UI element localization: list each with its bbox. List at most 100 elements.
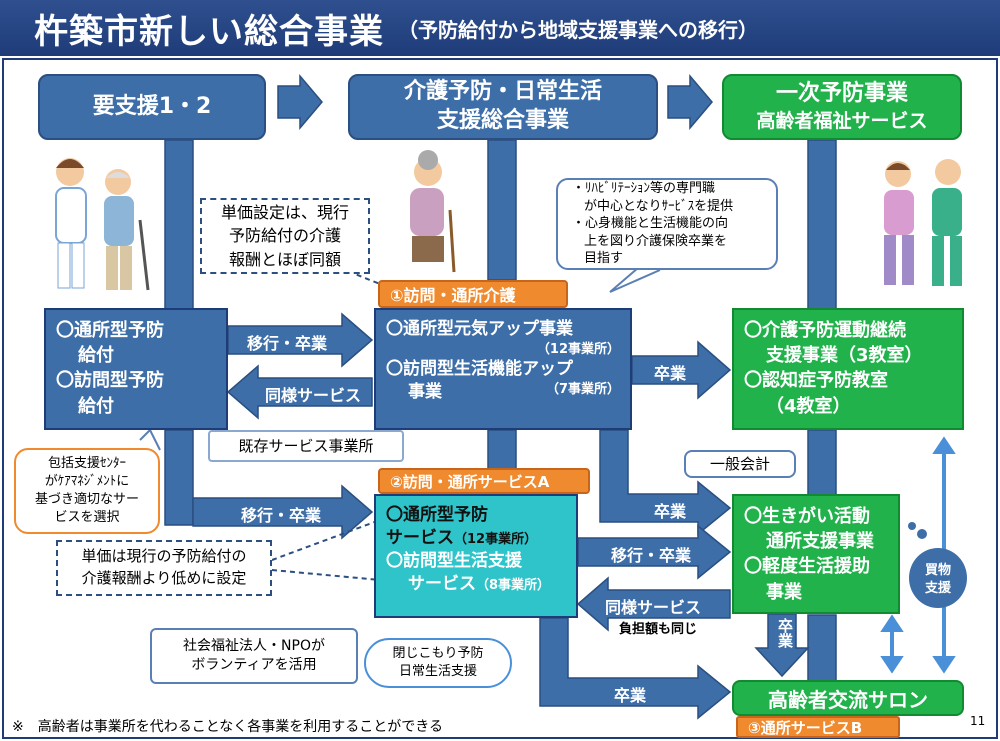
left-trunk [164,139,194,311]
box-left-l4: 給付 [78,395,114,417]
callout-price-same: 単価設定は、現行 予防給付の介護 報酬とほぼ同額 [200,198,370,274]
callout-price-low-l2: 介護報酬より低めに設定 [81,569,247,587]
box-mid2-count1: （12事業所） [454,531,538,547]
callout-center-l4: ビスを選択 [54,510,120,526]
callout-care-center: 包括支援ｾﾝﾀｰ がｹｱﾏﾈｼﾞﾒﾝﾄに 基づき適切なサー ビスを選択 [14,448,160,534]
box-mid1-count2: （7事業所） [545,382,620,398]
box-ikigai-activity: 〇生きがい活動 通所支援事業 〇軽度生活援助 事業 [732,494,900,614]
mid-trunk-2 [487,429,517,471]
arrow-graduate-1 [631,340,732,400]
box-mid2-l2: サービス [386,527,454,548]
content-frame [2,58,998,739]
footer-note: ※ 高齢者は事業所を代わることなく各事業を利用することができる [12,719,444,735]
box-mid1-count1: （12事業所） [536,341,620,357]
tag-visit-daycare: ①訪問・通所介護 [378,280,568,308]
callout-center-l2: がｹｱﾏﾈｼﾞﾒﾝﾄに [44,473,130,489]
callout-price-low-l1: 単価は現行の予防給付の [81,547,247,566]
callout-general-account: 一般会計 [684,450,796,478]
tag-visit-daycare-text: ①訪問・通所介護 [390,286,516,305]
callout-price-same-l2: 予防給付の介護 [228,226,341,246]
label-graduate-1: 卒業 [653,364,686,383]
label-same-service-2: 同様サービス [604,598,701,617]
header-arrow-2 [667,73,713,131]
callout-center-l1: 包括支援ｾﾝﾀｰ [47,455,126,471]
box-left-l3: 〇訪問型予防 [56,370,164,392]
callout-rehab-l1: ・ﾘﾊﾋﾞﾘﾃｰｼｮﾝ等の専門職 [572,181,716,197]
shopping-support-cloud: 買物 支援 [908,522,967,608]
right-trunk [807,139,837,316]
box-r1-l3: 〇認知症予防教室 [744,370,888,392]
label-shift-graduate-1: 移行・卒業 [246,334,327,353]
header-comprehensive-l2: 支援総合事業 [436,108,569,133]
header-primary-l1: 一次予防事業 [775,81,908,107]
box-mid1-l3: 事業 [408,382,442,403]
callout-rehab-l2: が中心となりｻｰﾋﾞｽを提供 [584,198,734,214]
box-r2-l4: 事業 [766,581,802,603]
caregiver-illustration [55,158,150,291]
box-exercise-continuation: 〇介護予防運動継続 支援事業（3教室） 〇認知症予防教室 （4教室） [732,308,964,430]
box-genki-up-program: 〇通所型元気アップ事業 （12事業所） 〇訪問型生活機能アップ 事業 （7事業所… [374,308,632,430]
callout-npo-l1: 社会福祉法人・NPOが [183,638,325,655]
arrow-same-service-1 [226,364,373,420]
label-shift-graduate-3: 移行・卒業 [610,546,691,565]
box-left-l2: 給付 [78,345,114,367]
box-prevention-benefits: 〇通所型予防 給付 〇訪問型予防 給付 [44,308,228,430]
box-r1-l2: 支援事業（3教室） [766,345,923,367]
callout-price-low: 単価は現行の予防給付の 介護報酬より低めに設定 [56,540,272,596]
tag-service-b: ③通所サービスB [736,716,900,738]
callout-withdraw-l2: 日常生活支援 [398,664,477,679]
header-comprehensive-program: 介護予防・日常生活 支援総合事業 [348,74,658,140]
box-mid1-l1: 〇通所型元気アップ事業 [386,319,573,339]
box-r2-l3: 〇軽度生活援助 [744,556,870,578]
callout-withdraw-l1: 閉じこもり予防 [392,646,484,662]
callout-npo: 社会福祉法人・NPOが ボランティアを活用 [150,628,358,684]
header-comprehensive-l1: 介護予防・日常生活 [403,79,602,105]
right-trunk-2 [807,429,837,501]
left-trunk-lower [164,429,194,526]
header-primary-prevention: 一次予防事業 高齢者福祉サービス [722,74,962,140]
box-senior-salon: 高齢者交流サロン [732,680,964,716]
callout-general-text: 一般会計 [709,454,770,473]
box-mid2-l4: サービス [408,573,476,594]
box-left-l1: 〇通所型予防 [56,320,164,341]
tag-service-b-text: ③通所サービスB [748,718,863,737]
label-graduate-2: 卒業 [653,502,686,521]
label-same-cost: 負担額も同じ [618,622,697,637]
callout-center-l3: 基づき適切なサー [34,492,139,507]
arrow-same-service-2 [576,576,731,632]
label-shift-graduate-2: 移行・卒業 [240,506,321,525]
arrow-graduate-3 [539,617,732,720]
box-service-a: 〇通所型予防 サービス（12事業所） 〇訪問型生活支援 サービス（8事業所） [374,494,578,618]
box-mid2-l1: 〇通所型予防 [386,505,488,525]
header-support-level-text: 要支援1・2 [92,94,212,120]
arrow-shift-graduate-3 [577,524,732,580]
box-r2-l2: 通所支援事業 [766,531,874,553]
box-r2-l1: 〇生きがい活動 [744,506,870,527]
box-r1-l4: （4教室） [766,395,851,417]
tag-service-a: ②訪問・通所サービスA [378,468,590,494]
arrow-graduate-2 [599,429,732,536]
box-mid2-l3: 〇訪問型生活支援 [386,550,522,571]
label-graduate-3: 卒業 [613,686,646,705]
callout-price-same-l1: 単価設定は、現行 [220,203,349,223]
shopping-l2: 支援 [924,580,952,596]
arrow-graduate-4 [754,613,810,678]
callout-rehab-l4: 上を図り介護保険卒業を [584,233,728,249]
shopping-l1: 買物 [925,562,951,578]
tag-service-a-text: ②訪問・通所サービスA [390,472,550,491]
mid-trunk [487,139,517,281]
walking-seniors-illustration [884,159,962,286]
box-salon-text: 高齢者交流サロン [768,687,928,712]
right-trunk-3 [807,614,837,686]
callout-rehab-l5: 目指す [584,251,624,267]
page-number: 11 [970,714,986,728]
arrow-shift-graduate-1 [227,312,374,368]
callout-npo-l2: ボランティアを活用 [191,657,317,673]
label-same-service-1: 同様サービス [264,386,361,405]
callout-withdrawal-prevention: 閉じこもり予防 日常生活支援 [364,638,512,688]
title-bar: 杵築市新しい総合事業 （予防給付から地域支援事業への移行） [0,0,1000,56]
elderly-woman-illustration [410,150,456,273]
header-support-level: 要支援1・2 [38,74,266,140]
label-graduate-4: 卒業 [776,618,794,648]
